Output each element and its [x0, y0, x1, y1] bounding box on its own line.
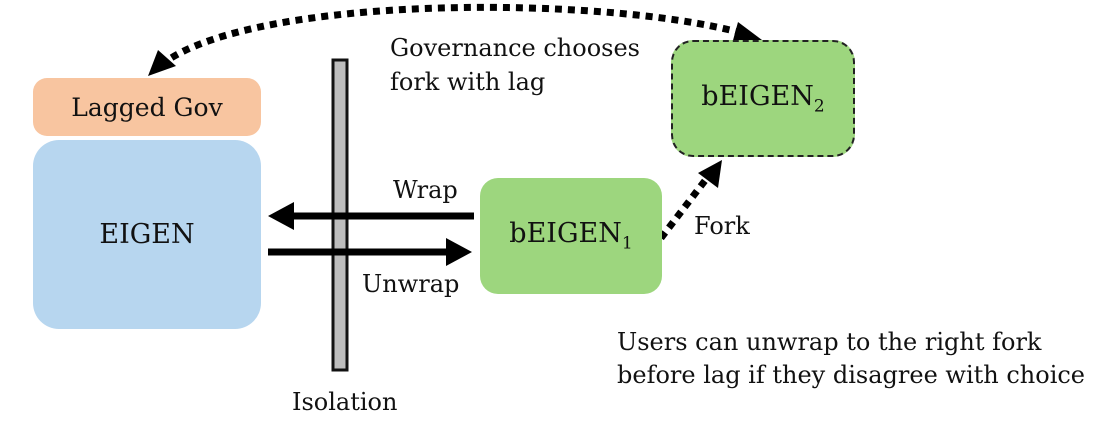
eigen-node: EIGEN	[33, 140, 261, 329]
beigen1-label: bEIGEN1	[509, 218, 632, 253]
wrap-label: Wrap	[393, 176, 458, 204]
beigen1-subscript: 1	[621, 233, 633, 254]
beigen1-node: bEIGEN1	[480, 178, 662, 294]
fork-arrow	[658, 160, 722, 241]
wrap-arrow	[268, 202, 474, 230]
governance-label-line2: fork with lag	[390, 68, 546, 96]
beigen1-text: bEIGEN	[509, 218, 622, 250]
beigen2-label: bEIGEN2	[701, 81, 824, 116]
lagged-gov-node: Lagged Gov	[33, 78, 261, 136]
lagged-gov-label: Lagged Gov	[71, 92, 223, 122]
unwrap-label: Unwrap	[362, 270, 460, 298]
fork-label: Fork	[694, 212, 750, 240]
users-note-line1: Users can unwrap to the right fork	[617, 328, 1042, 356]
governance-label-line1: Governance chooses	[390, 34, 640, 62]
unwrap-arrow	[268, 238, 472, 266]
isolation-label: Isolation	[292, 388, 398, 416]
governance-arrow	[148, 3, 762, 76]
beigen2-node: bEIGEN2	[671, 40, 855, 157]
users-note-line2: before lag if they disagree with choice	[617, 361, 1086, 389]
beigen2-text: bEIGEN	[701, 80, 814, 112]
eigen-label: EIGEN	[99, 219, 195, 250]
beigen2-subscript: 2	[813, 96, 825, 117]
